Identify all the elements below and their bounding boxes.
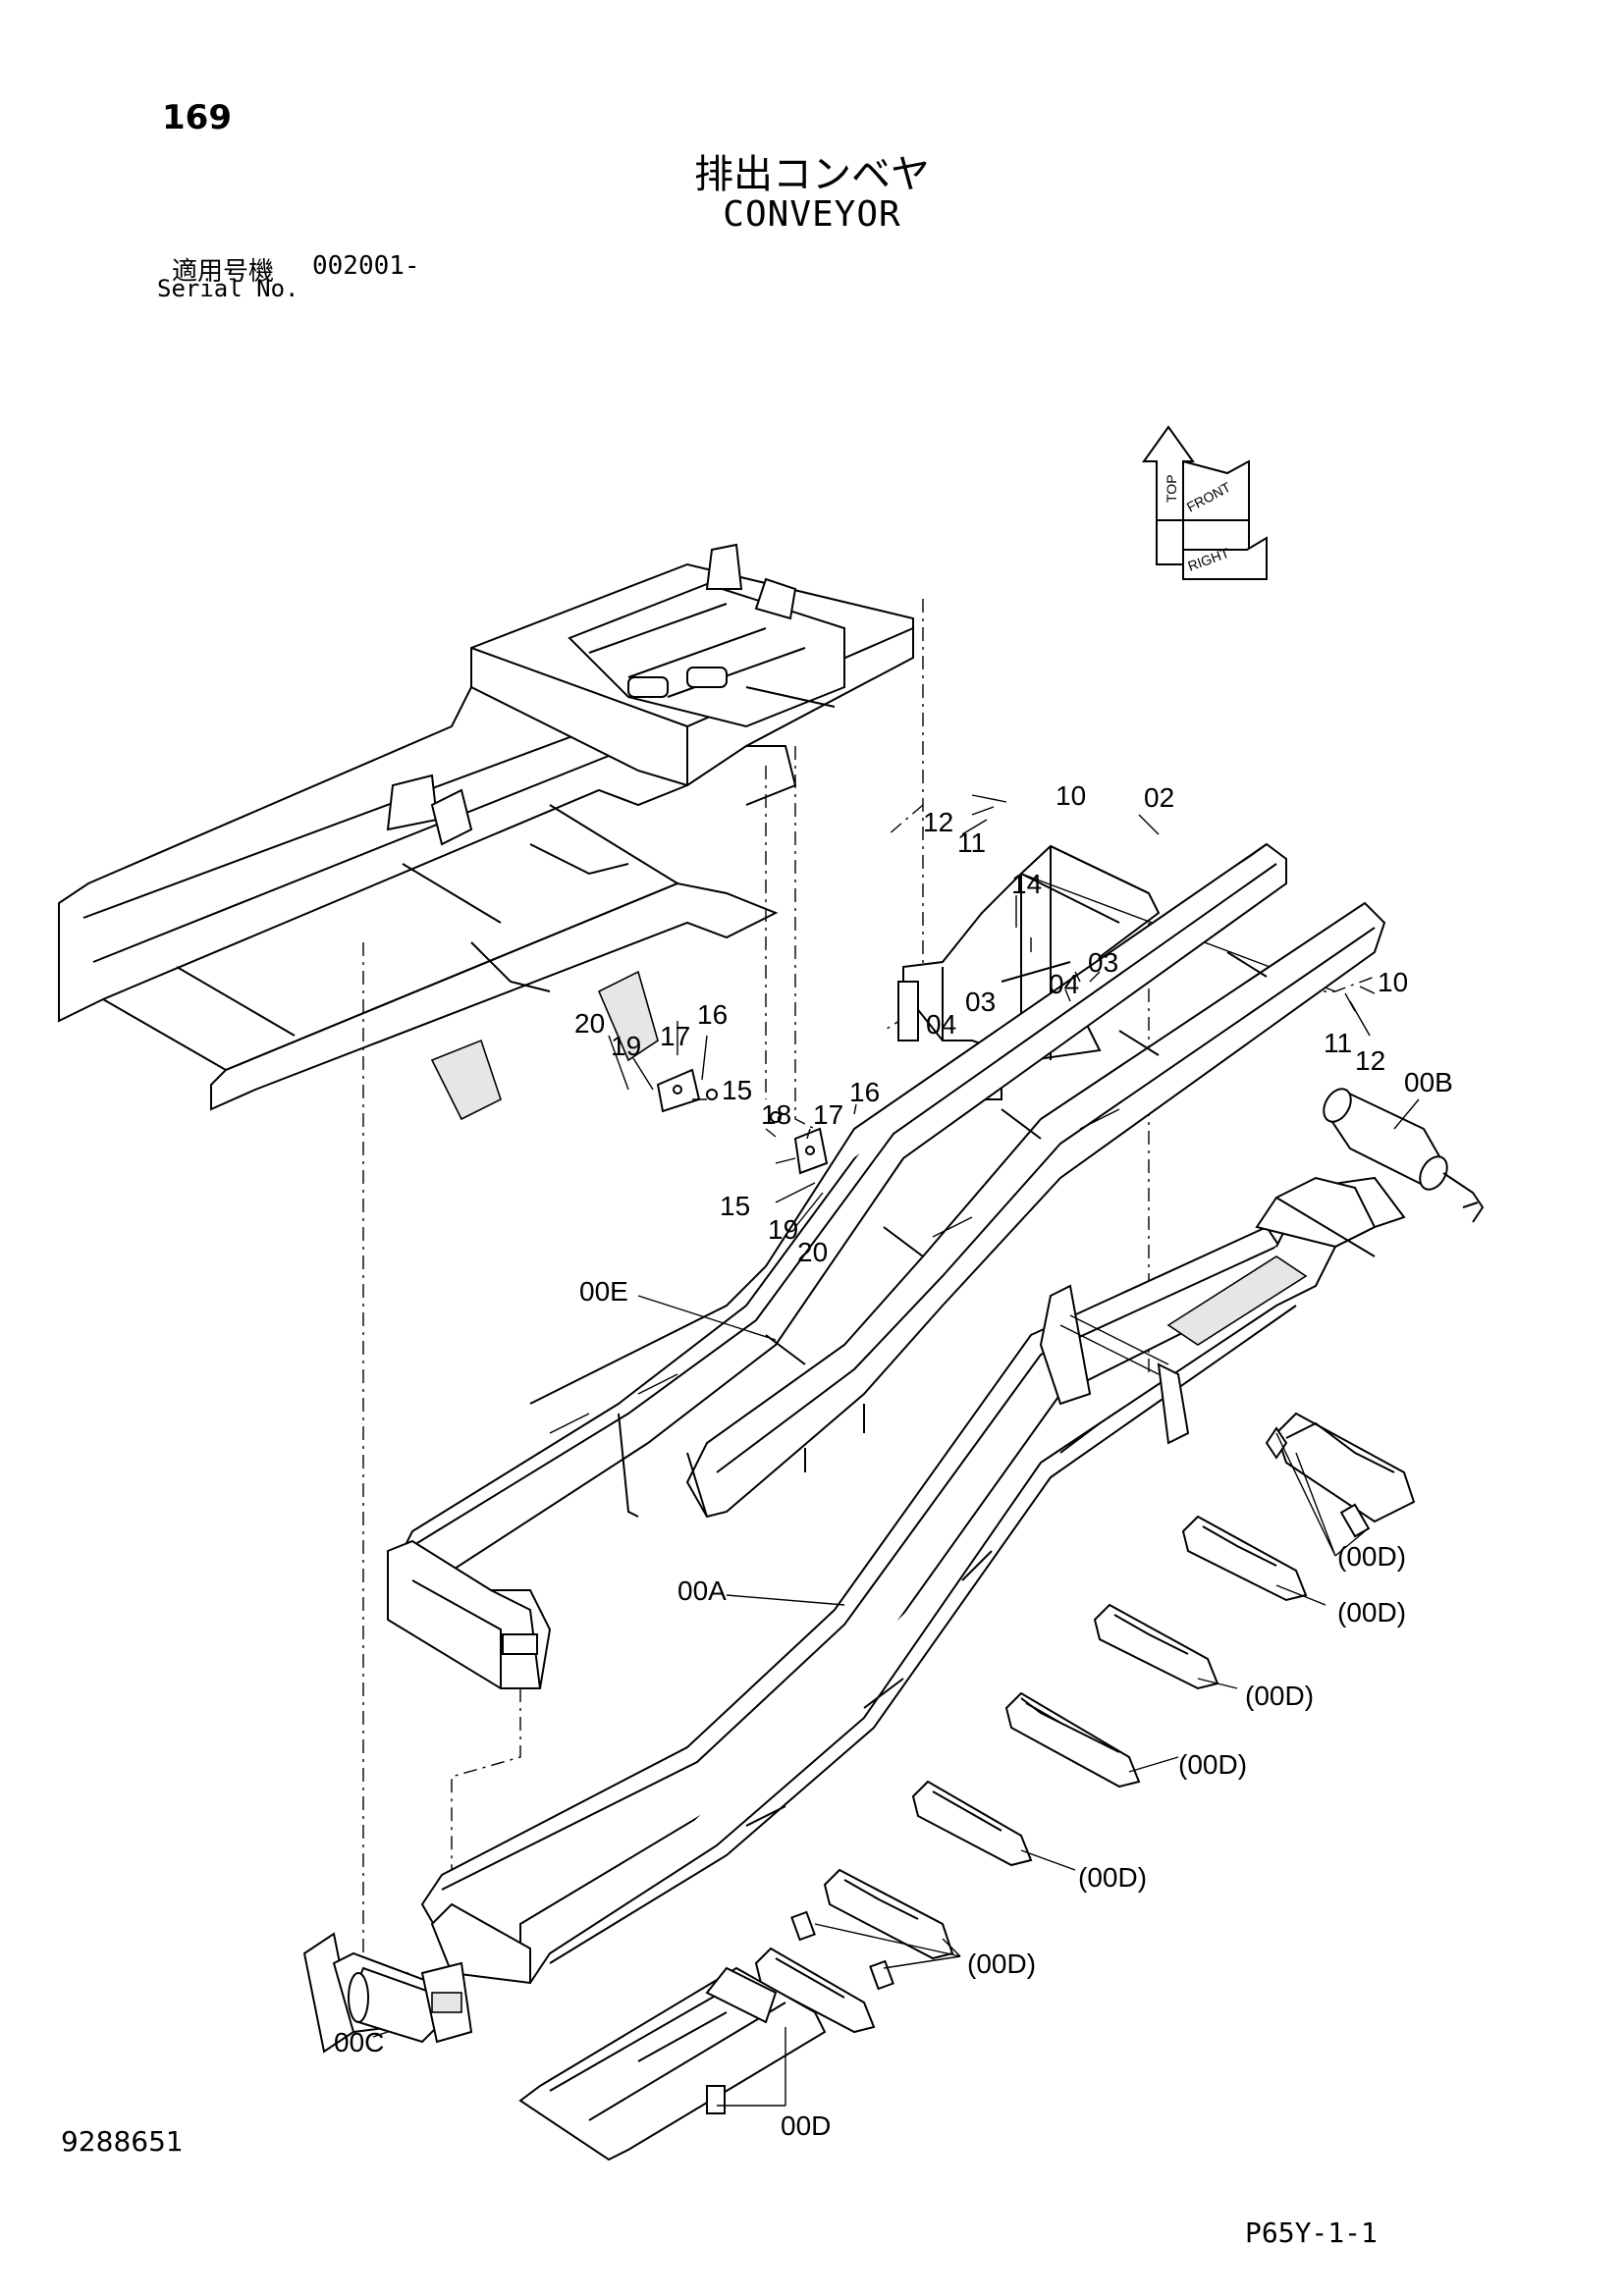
callout-10: 10 — [1056, 780, 1086, 811]
orientation-top-label: TOP — [1164, 474, 1179, 503]
orientation-indicator: TOP FRONT RIGHT — [1142, 425, 1268, 580]
serial-label-english: Serial No. — [157, 275, 299, 302]
lower-conveyor-frame-00A — [420, 1176, 1406, 1985]
callout-00C: 00C — [334, 2027, 384, 2057]
callout-17: 17 — [660, 1021, 690, 1051]
head-pulley-00B — [1323, 1088, 1485, 1223]
callout-00D: 00D — [781, 2110, 831, 2141]
chassis-frame — [58, 543, 914, 1121]
callout-02: 02 — [1144, 782, 1174, 813]
callout-14: 14 — [1011, 869, 1042, 899]
callout-20: 20 — [797, 1237, 828, 1267]
serial-label-japanese: 適用号機 — [172, 257, 275, 287]
mounting-plates-15 — [656, 1068, 829, 1175]
callout-00B: 00B — [1404, 1067, 1453, 1097]
callout-04: 04 — [926, 1009, 956, 1040]
serial-value: 002001- — [312, 251, 420, 281]
callout-00A: 00A — [677, 1575, 727, 1606]
callout-16: 16 — [697, 999, 728, 1030]
upper-frame-tail-end — [387, 1539, 552, 1689]
callout-03: 03 — [965, 987, 996, 1017]
callout-16: 16 — [849, 1077, 880, 1107]
page-code: P65Y-1-1 — [1245, 2216, 1378, 2249]
tail-pulley-00C — [302, 1932, 473, 2054]
callout-00D: (00D) — [1245, 1681, 1314, 1711]
callout-15: 15 — [722, 1075, 752, 1105]
callout-12: 12 — [923, 807, 953, 837]
callout-03: 03 — [1088, 947, 1118, 978]
callout-15: 15 — [720, 1191, 750, 1221]
callout-10: 10 — [1378, 967, 1408, 997]
callout-17: 17 — [813, 1099, 843, 1130]
callout-00E: 00E — [579, 1276, 628, 1307]
callout-labels: 10 12 11 02 14 04 03 04 03 10 11 12 20 1… — [334, 780, 1453, 2141]
callout-00D: (00D) — [1337, 1597, 1406, 1628]
document-id: 9288651 — [61, 2125, 184, 2158]
callout-00D: (00D) — [1078, 1862, 1147, 1893]
callout-20: 20 — [574, 1008, 605, 1039]
callout-18: 18 — [761, 1099, 791, 1130]
callout-19: 19 — [768, 1214, 798, 1245]
carrier-idlers-00D — [518, 1412, 1416, 2162]
callout-11: 11 — [957, 828, 986, 858]
title-english: CONVEYOR — [723, 194, 901, 235]
callout-00D: (00D) — [967, 1949, 1036, 1979]
callout-04: 04 — [1049, 969, 1079, 999]
callout-12: 12 — [1355, 1045, 1385, 1076]
callout-19: 19 — [611, 1031, 641, 1061]
upper-conveyor-frame-00E — [391, 842, 1386, 1572]
title-japanese: 排出コンベヤ — [694, 152, 930, 197]
callout-00D: (00D) — [1178, 1749, 1247, 1780]
callout-11: 11 — [1324, 1028, 1352, 1058]
page-number: 169 — [162, 98, 232, 137]
leader-lines — [372, 794, 1420, 2107]
callout-00D: (00D) — [1337, 1541, 1406, 1572]
